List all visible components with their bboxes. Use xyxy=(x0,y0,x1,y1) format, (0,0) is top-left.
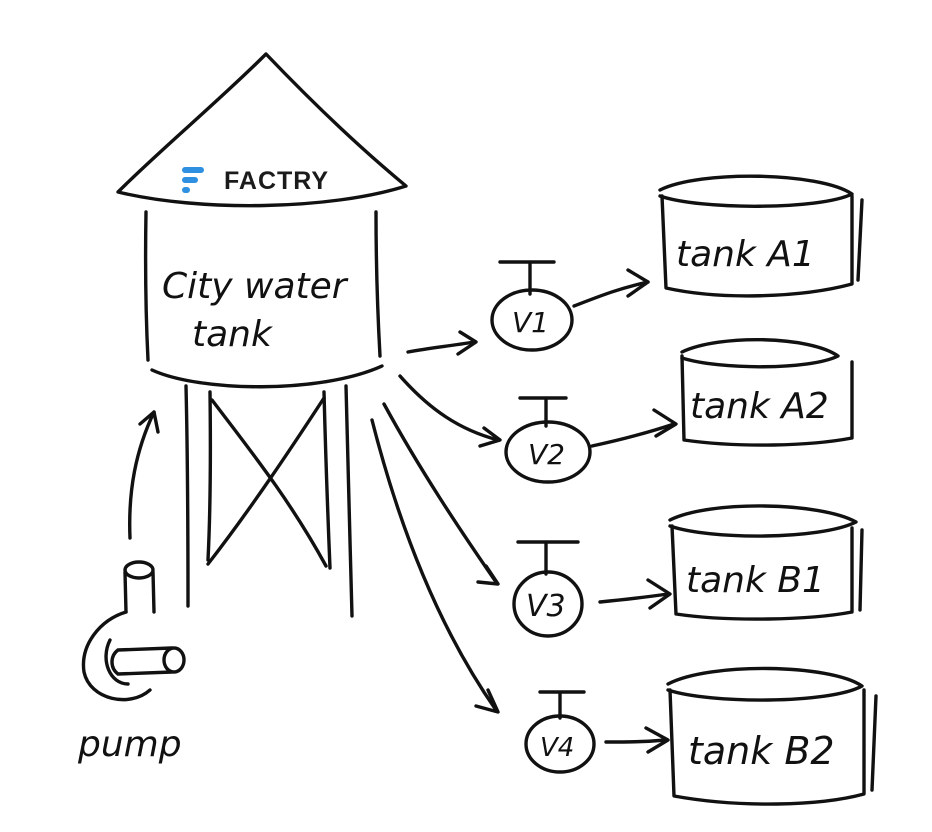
tower-leg-right-outer xyxy=(344,384,354,618)
outlet-arrowhead-a2 xyxy=(652,408,678,438)
tank-b1: tank B1 xyxy=(668,504,864,621)
outlet-arrowhead-b2 xyxy=(644,726,670,754)
pump-label: pump xyxy=(77,724,182,765)
valve-v1: V1 xyxy=(490,260,574,352)
valve-v2: V2 xyxy=(504,396,592,484)
tower-leg-right-inner xyxy=(322,390,332,570)
tank-b1-top xyxy=(668,504,858,538)
tank-a1-label: tank A1 xyxy=(676,234,815,275)
tank-b1-walls xyxy=(670,524,864,621)
valve-v3: V3 xyxy=(512,540,584,638)
tank-b1-label: tank B1 xyxy=(686,560,825,601)
tank-a2-walls xyxy=(680,354,854,447)
pump-to-tower-arrow xyxy=(128,410,156,540)
tank-a1-top xyxy=(658,174,854,208)
tank-a2-top xyxy=(680,337,840,369)
feed-arrowhead-v1 xyxy=(456,330,478,356)
tower-tank-right-wall xyxy=(374,210,382,358)
valve-v4-handle xyxy=(538,690,586,720)
valve-v3-label: V3 xyxy=(526,589,566,624)
valve-v4-body xyxy=(524,714,596,774)
outlet-arrowhead-a1 xyxy=(626,268,650,298)
valve-v4: V4 xyxy=(524,690,596,774)
pump-to-tower-arrowhead xyxy=(138,410,160,434)
tank-a1: tank A1 xyxy=(658,174,864,298)
pump-casing-inner xyxy=(104,638,130,686)
tank-b2-walls xyxy=(668,688,878,806)
tower-leg-left-inner xyxy=(206,390,213,562)
feed-line-v3 xyxy=(382,402,498,584)
tank-b2-top xyxy=(666,666,864,702)
outlet-line-b2 xyxy=(604,738,668,744)
tower-tank-left-wall xyxy=(143,210,150,362)
pump: pump xyxy=(77,410,186,765)
feed-arrowhead-v2 xyxy=(478,426,502,448)
valve-v1-body xyxy=(490,288,574,352)
outlet-arrowhead-b1 xyxy=(646,578,672,610)
feed-arrowhead-v3 xyxy=(476,564,500,586)
factry-logo-icon xyxy=(182,167,204,193)
outlet-line-a1 xyxy=(572,280,650,308)
outlet-line-a2 xyxy=(590,422,676,448)
valve-v3-body xyxy=(512,570,584,638)
water-tower: FACTRY City water tank xyxy=(116,52,408,618)
feed-lines xyxy=(370,330,502,714)
outlet-lines xyxy=(572,268,678,754)
pump-shaft xyxy=(110,646,174,676)
tower-label-line1: City water xyxy=(162,266,349,307)
tower-tank-bottom xyxy=(150,364,384,389)
tower-roof xyxy=(116,52,408,208)
feed-line-v2 xyxy=(398,374,500,442)
feed-line-v4 xyxy=(370,418,498,712)
pump-outlet-top xyxy=(123,560,155,580)
tank-b2-label: tank B2 xyxy=(688,729,835,773)
brand-name: FACTRY xyxy=(224,167,329,195)
feed-line-v1 xyxy=(406,340,476,354)
tower-leg-left-outer xyxy=(184,384,190,608)
valve-v4-label: V4 xyxy=(540,733,574,763)
feed-arrowhead-v4 xyxy=(474,688,500,714)
tank-a2-label: tank A2 xyxy=(690,386,829,427)
valve-v2-label: V2 xyxy=(528,438,565,471)
pump-casing xyxy=(81,610,152,702)
brand-logo: FACTRY xyxy=(182,167,329,195)
tank-b2: tank B2 xyxy=(666,666,878,806)
pump-outlet-pipe xyxy=(123,570,156,614)
valve-v2-body xyxy=(504,420,592,484)
tank-a2: tank A2 xyxy=(680,337,854,447)
tower-label-line2: tank xyxy=(192,314,274,355)
outlet-line-b1 xyxy=(598,592,670,604)
tower-brace-2 xyxy=(206,396,326,566)
pump-shaft-end xyxy=(162,646,186,674)
valve-v1-label: V1 xyxy=(512,306,549,339)
valve-v3-handle xyxy=(516,540,580,576)
tank-a1-walls xyxy=(660,194,864,298)
